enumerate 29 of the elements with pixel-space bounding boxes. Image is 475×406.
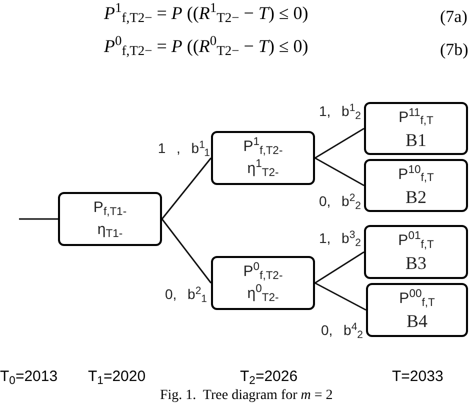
branch-line: [314, 282, 366, 311]
time-label: T$_{1}$=2020: [88, 367, 146, 388]
equation: P$^{1}$$_{f,T2−}$ = P ((R$^{1}$$_{T2−}$ − T) ≤ 0): [104, 2, 308, 24]
branch-line: [314, 251, 364, 284]
state-box: [211, 256, 315, 310]
outcome-box: [364, 102, 468, 155]
time-label: T=2033: [392, 367, 444, 387]
outcome-box: [364, 225, 468, 279]
probability-label: P$_{f,T1-}$: [93, 198, 127, 218]
branch-line: [161, 218, 212, 284]
time-label: T$_{0}$=2013: [0, 367, 58, 388]
figure-caption: Fig. 1. Tree diagram for m = 2: [160, 387, 333, 405]
outcome-label: B2: [405, 186, 426, 206]
equation: P$^{0}$$_{f,T2−}$ = P ((R$^{0}$$_{T2−}$ − T) ≤ 0): [104, 35, 308, 57]
outcome-box: [364, 159, 468, 212]
input-line: [19, 218, 58, 220]
outcome-label: B1: [405, 130, 426, 150]
equation-number: (7b): [440, 39, 468, 61]
outcome-box: [366, 283, 468, 337]
outcome-label: B3: [405, 253, 426, 273]
equation-number: (7a): [440, 6, 468, 28]
branch-line: [314, 128, 364, 159]
time-label: T$_{2}$=2026: [240, 367, 298, 388]
branch-line: [161, 158, 212, 220]
outcome-label: B4: [406, 311, 428, 331]
branch-line: [314, 157, 364, 186]
state-box: [211, 131, 315, 185]
reliability-label: η$_{T1-}$: [97, 220, 123, 240]
state-box: [58, 192, 162, 246]
